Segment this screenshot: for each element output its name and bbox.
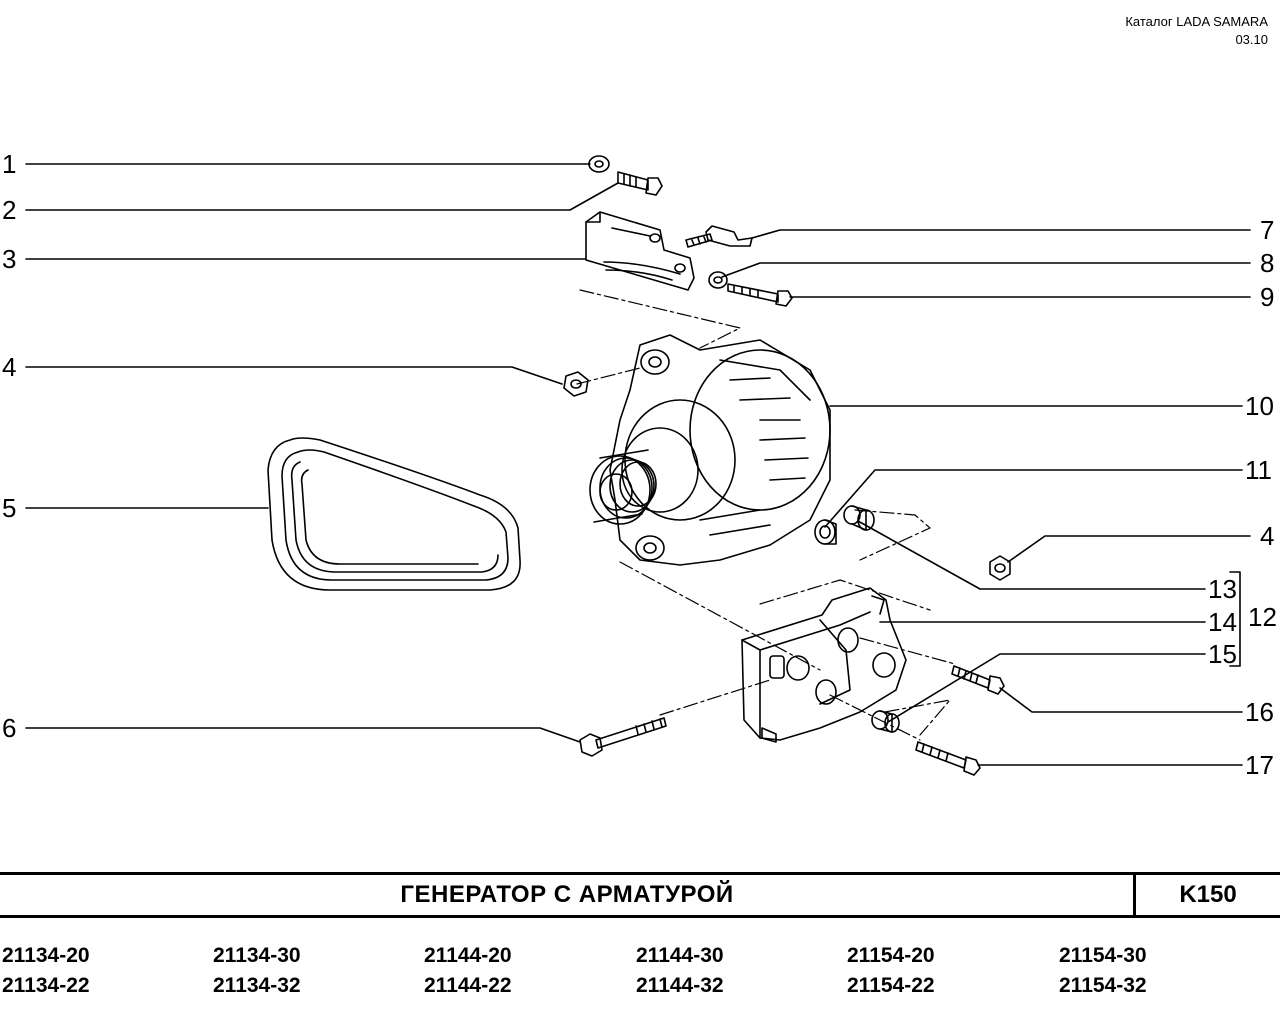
- model-code: 21134-30: [213, 944, 301, 967]
- mounting-bracket-part-12: [741, 587, 907, 743]
- clip-part-7: [685, 225, 753, 248]
- nut-part-4a: [563, 371, 589, 397]
- belt-part-5: [267, 437, 521, 591]
- model-code: 21144-32: [636, 974, 724, 997]
- callout-1: 1: [2, 149, 16, 179]
- page-title: ГЕНЕРАТОР С АРМАТУРОЙ: [400, 881, 734, 908]
- callout-7: 7: [1260, 215, 1274, 245]
- model-code: 21144-20: [424, 944, 512, 967]
- callout-14: 14: [1208, 607, 1237, 637]
- model-code: 21144-22: [424, 974, 512, 997]
- spacer-part-15: [871, 710, 900, 733]
- callout-8: 8: [1260, 248, 1274, 278]
- nut-part-4b: [989, 555, 1011, 581]
- generator-part-10: [589, 334, 831, 566]
- model-code: 21154-32: [1059, 974, 1147, 997]
- callout-16: 16: [1245, 697, 1274, 727]
- bolt-part-9: [727, 283, 793, 307]
- callout-2: 2: [2, 195, 16, 225]
- callout-12: 12: [1248, 602, 1277, 632]
- model-code: 21134-32: [213, 974, 301, 997]
- model-code: 21154-20: [847, 944, 935, 967]
- bracket-part-3: [585, 211, 695, 291]
- callout-4b: 4: [1260, 521, 1274, 551]
- callout-5: 5: [2, 493, 16, 523]
- sleeve-part-13: [843, 505, 875, 531]
- leader-lines: [25, 163, 1251, 766]
- catalog-header: Каталог LADA SAMARA: [1125, 14, 1268, 29]
- callout-9: 9: [1260, 282, 1274, 312]
- callout-4a: 4: [2, 352, 16, 382]
- model-code: 21154-30: [1059, 944, 1147, 967]
- callout-11: 11: [1245, 455, 1272, 485]
- washer-part-8: [708, 271, 728, 289]
- bolt-part-2: [617, 171, 663, 196]
- catalog-date: 03.10: [1235, 32, 1268, 47]
- bolt-part-17: [915, 741, 981, 776]
- exploded-diagram: 1 2 3 4 5 6 7 8 9 10 11 4 13 14 15 12 16…: [2, 149, 1277, 780]
- bolt-part-16: [951, 665, 1005, 695]
- washer-part-1: [588, 155, 610, 173]
- callout-numbers: 1 2 3 4 5 6 7 8 9 10 11 4 13 14 15 12 16…: [2, 149, 1277, 780]
- section-code: K150: [1179, 881, 1237, 908]
- assembly-lines: [576, 289, 956, 741]
- model-code: 21144-30: [636, 944, 724, 967]
- callout-6: 6: [2, 713, 16, 743]
- callout-3: 3: [2, 244, 16, 274]
- title-bar: ГЕНЕРАТОР С АРМАТУРОЙ K150: [0, 872, 1280, 918]
- title-divider: [1133, 875, 1136, 915]
- bushing-part-11: [814, 519, 837, 545]
- callout-10: 10: [1245, 391, 1274, 421]
- callout-13: 13: [1208, 574, 1237, 604]
- bolt-part-6: [579, 717, 667, 757]
- callout-15: 15: [1208, 639, 1237, 669]
- model-code: 21134-22: [2, 974, 90, 997]
- model-code: 21134-20: [2, 944, 90, 967]
- model-code: 21154-22: [847, 974, 935, 997]
- callout-17: 17: [1245, 750, 1274, 780]
